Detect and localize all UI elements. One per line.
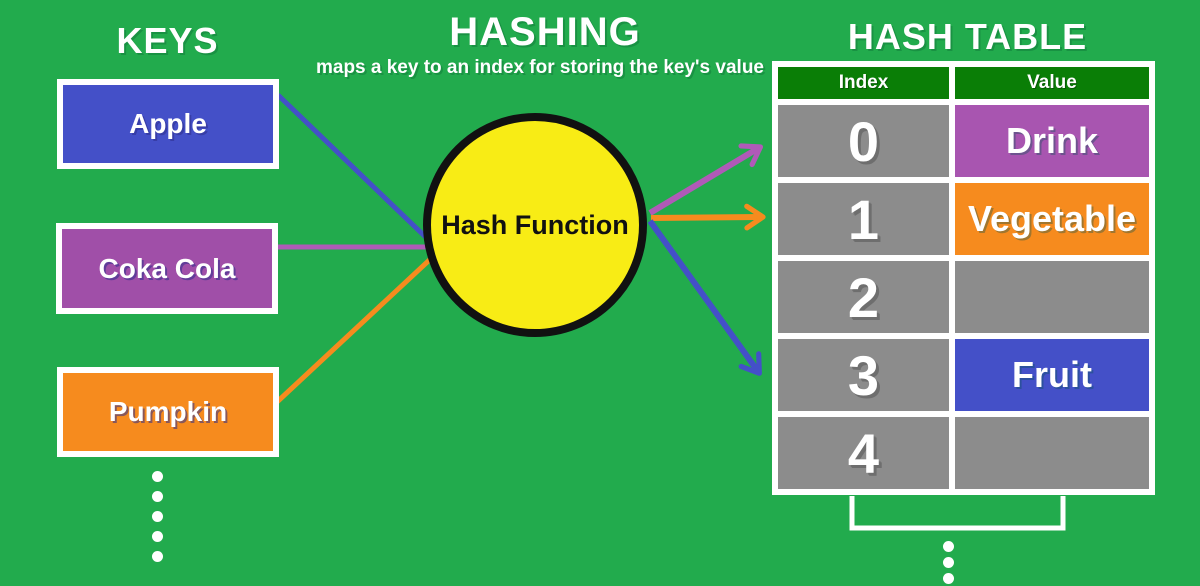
index-cell-2: 2 (778, 261, 949, 333)
value-cell-2 (955, 261, 1149, 333)
ellipsis-dot (943, 557, 954, 568)
key-label-coka-cola: Coka Cola (98, 252, 236, 284)
table-columns-bracket (849, 496, 1066, 531)
hashing-subtitle: maps a key to an index for storing the k… (315, 57, 764, 78)
key-box-coka-cola: Coka Cola (56, 223, 278, 314)
hash-table-ellipsis-dots (943, 541, 954, 586)
hash-function-circle: Hash Function (423, 113, 647, 337)
key-label-apple: Apple (129, 108, 207, 139)
keys-ellipsis-dots (152, 471, 163, 571)
value-cell-0: Drink (955, 105, 1149, 177)
ellipsis-dot (152, 551, 163, 562)
ellipsis-dot (152, 491, 163, 502)
key-box-pumpkin: Pumpkin (57, 367, 279, 457)
arrow-hash-function-to-index-0 (648, 143, 764, 216)
ellipsis-dot (943, 541, 954, 552)
hash-table-header-index: Index (778, 67, 949, 99)
index-cell-0: 0 (778, 105, 949, 177)
ellipsis-dot (943, 573, 954, 584)
ellipsis-dot (152, 531, 163, 542)
key-label-pumpkin: Pumpkin (108, 396, 228, 427)
index-cell-3: 3 (778, 339, 949, 411)
value-cell-3: Fruit (955, 339, 1149, 411)
keys-title: KEYS (116, 20, 219, 61)
hash-table-title: HASH TABLE (847, 16, 1088, 57)
value-cell-1: Vegetable (955, 183, 1149, 255)
arrow-pumpkin-to-hash-function (275, 250, 440, 404)
index-cell-1: 1 (778, 183, 949, 255)
hash-table-header-value: Value (955, 67, 1149, 99)
ellipsis-dot (152, 471, 163, 482)
arrow-hash-function-to-index-3 (647, 219, 762, 376)
index-cell-4: 4 (778, 417, 949, 489)
key-box-apple: Apple (57, 79, 279, 169)
arrow-hash-function-to-index-1 (650, 203, 766, 231)
hashing-title: HASHING (449, 10, 641, 54)
ellipsis-dot (152, 511, 163, 522)
arrow-apple-to-hash-function (276, 93, 439, 250)
value-cell-4 (955, 417, 1149, 489)
hash-table: Index Value 0 Drink 1 Vegetable 2 3 Frui… (772, 61, 1155, 495)
hash-function-label: Hash Function (441, 209, 629, 240)
